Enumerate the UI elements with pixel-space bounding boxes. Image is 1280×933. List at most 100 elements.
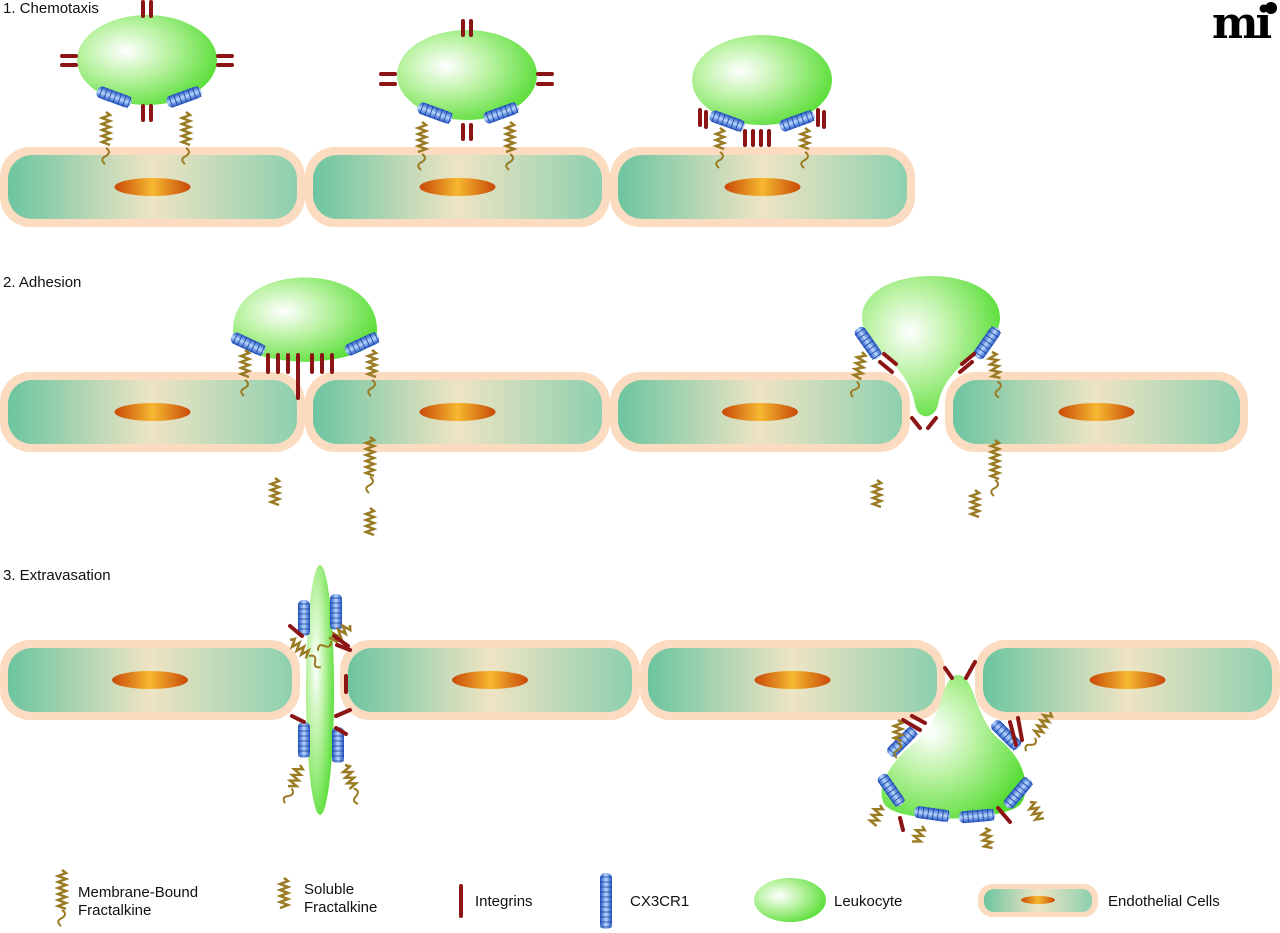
integrin bbox=[334, 726, 348, 736]
cx3cr1-segment bbox=[877, 774, 889, 783]
fractalkine bbox=[178, 111, 194, 165]
logo-dot bbox=[1265, 2, 1277, 14]
cx3cr1-segment bbox=[126, 96, 132, 109]
cell-nucleus bbox=[114, 403, 191, 421]
section-title-adhesion: 2. Adhesion bbox=[3, 274, 82, 291]
cx3cr1-body bbox=[913, 806, 951, 822]
cell-nucleus bbox=[452, 671, 528, 689]
cx3cr1-segment bbox=[809, 109, 815, 122]
integrin bbox=[943, 666, 954, 680]
fractalkine bbox=[890, 719, 906, 759]
endothelial-cell bbox=[305, 372, 610, 452]
integrin bbox=[288, 624, 304, 638]
cx3cr1-segment bbox=[250, 340, 257, 353]
cx3cr1-body bbox=[600, 873, 612, 929]
cx3cr1-receptor bbox=[877, 773, 906, 807]
fractalkine-anchor bbox=[101, 147, 110, 165]
cx3cr1-segment bbox=[711, 110, 717, 122]
cx3cr1-segment bbox=[972, 810, 974, 823]
cx3cr1-receptor bbox=[298, 600, 310, 636]
legend-cell-nucleus bbox=[1021, 896, 1055, 904]
cx3cr1-segment bbox=[447, 112, 453, 125]
cx3cr1-receptor bbox=[330, 594, 342, 630]
endothelial-cell bbox=[610, 372, 910, 452]
cx3cr1-segment bbox=[869, 348, 880, 356]
cx3cr1-segment bbox=[987, 809, 989, 822]
cx3cr1-body bbox=[1003, 777, 1033, 809]
cx3cr1-segment bbox=[1023, 776, 1034, 785]
cx3cr1-segment bbox=[241, 336, 248, 348]
integrin bbox=[334, 708, 352, 718]
fractalkine-stalk bbox=[1026, 800, 1045, 822]
cx3cr1-segment bbox=[246, 338, 252, 351]
fractalkine-stalk bbox=[98, 111, 114, 147]
cx3cr1-segment bbox=[998, 727, 1008, 737]
cx3cr1-segment bbox=[889, 791, 900, 799]
cx3cr1-segment bbox=[946, 810, 950, 823]
cx3cr1-segment bbox=[883, 782, 894, 791]
fractalkine-stalk bbox=[364, 349, 380, 379]
cx3cr1-segment bbox=[977, 809, 979, 822]
fractalkine bbox=[276, 877, 292, 910]
cx3cr1-receptor bbox=[417, 102, 453, 125]
fractalkine-anchor bbox=[715, 151, 724, 169]
cx3cr1-body bbox=[973, 326, 1001, 360]
cx3cr1-segment bbox=[982, 338, 993, 346]
cx3cr1-body bbox=[887, 727, 917, 757]
leukocyte bbox=[862, 276, 1000, 417]
cx3cr1-segment bbox=[346, 344, 353, 356]
endothelial-cell bbox=[0, 147, 305, 227]
fractalkine-stalk bbox=[967, 489, 983, 519]
fractalkine bbox=[98, 111, 114, 165]
leukocyte bbox=[306, 565, 334, 815]
cx3cr1-segment bbox=[173, 94, 178, 106]
cx3cr1-segment bbox=[988, 330, 999, 338]
cx3cr1-segment bbox=[872, 352, 883, 360]
cx3cr1-segment bbox=[730, 117, 736, 129]
cx3cr1-segment bbox=[905, 729, 915, 739]
endothelial-cell bbox=[945, 372, 1248, 452]
fractalkine-stalk bbox=[178, 111, 194, 147]
fractalkine bbox=[289, 637, 321, 669]
cx3cr1-body bbox=[709, 110, 745, 132]
cx3cr1-body bbox=[344, 332, 380, 356]
cx3cr1-segment bbox=[1013, 788, 1024, 797]
cell-nucleus bbox=[1058, 403, 1135, 421]
cx3cr1-segment bbox=[1002, 731, 1012, 741]
cx3cr1-segment bbox=[786, 118, 791, 130]
cx3cr1-receptor bbox=[709, 110, 745, 133]
fractalkine-stalk bbox=[339, 763, 360, 790]
fractalkine bbox=[797, 127, 813, 169]
cx3cr1-segment bbox=[886, 787, 897, 795]
fractalkine-stalk bbox=[866, 804, 886, 828]
cx3cr1-segment bbox=[962, 811, 964, 824]
cx3cr1-segment bbox=[860, 335, 871, 344]
cell-nucleus bbox=[754, 671, 831, 689]
cx3cr1-receptor bbox=[958, 808, 996, 824]
cx3cr1-segment bbox=[908, 726, 918, 736]
cx3cr1-segment bbox=[894, 740, 904, 750]
fractalkine bbox=[1026, 800, 1045, 822]
fractalkine-anchor bbox=[240, 379, 249, 397]
legend-integrins-label: Integrins bbox=[475, 893, 533, 910]
fractalkine bbox=[987, 439, 1003, 497]
fractalkine bbox=[712, 127, 728, 169]
integrin bbox=[1016, 716, 1024, 742]
cx3cr1-receptor bbox=[779, 109, 815, 132]
cx3cr1-segment bbox=[355, 340, 362, 352]
cx3cr1-receptor bbox=[600, 873, 612, 929]
fractalkine-anchor bbox=[990, 479, 999, 497]
leukocyte bbox=[233, 277, 377, 362]
cx3cr1-segment bbox=[255, 343, 261, 355]
fractalkine-stalk bbox=[276, 877, 292, 910]
cell-nucleus bbox=[114, 178, 191, 196]
fractalkine bbox=[54, 869, 70, 927]
cx3cr1-segment bbox=[739, 120, 745, 133]
endothelial-cell bbox=[975, 640, 1280, 720]
fractalkine bbox=[502, 121, 518, 171]
cx3cr1-body bbox=[166, 86, 202, 108]
integrin bbox=[878, 360, 894, 374]
cx3cr1-segment bbox=[982, 809, 984, 822]
cx3cr1-segment bbox=[369, 333, 375, 345]
cx3cr1-segment bbox=[967, 810, 969, 823]
